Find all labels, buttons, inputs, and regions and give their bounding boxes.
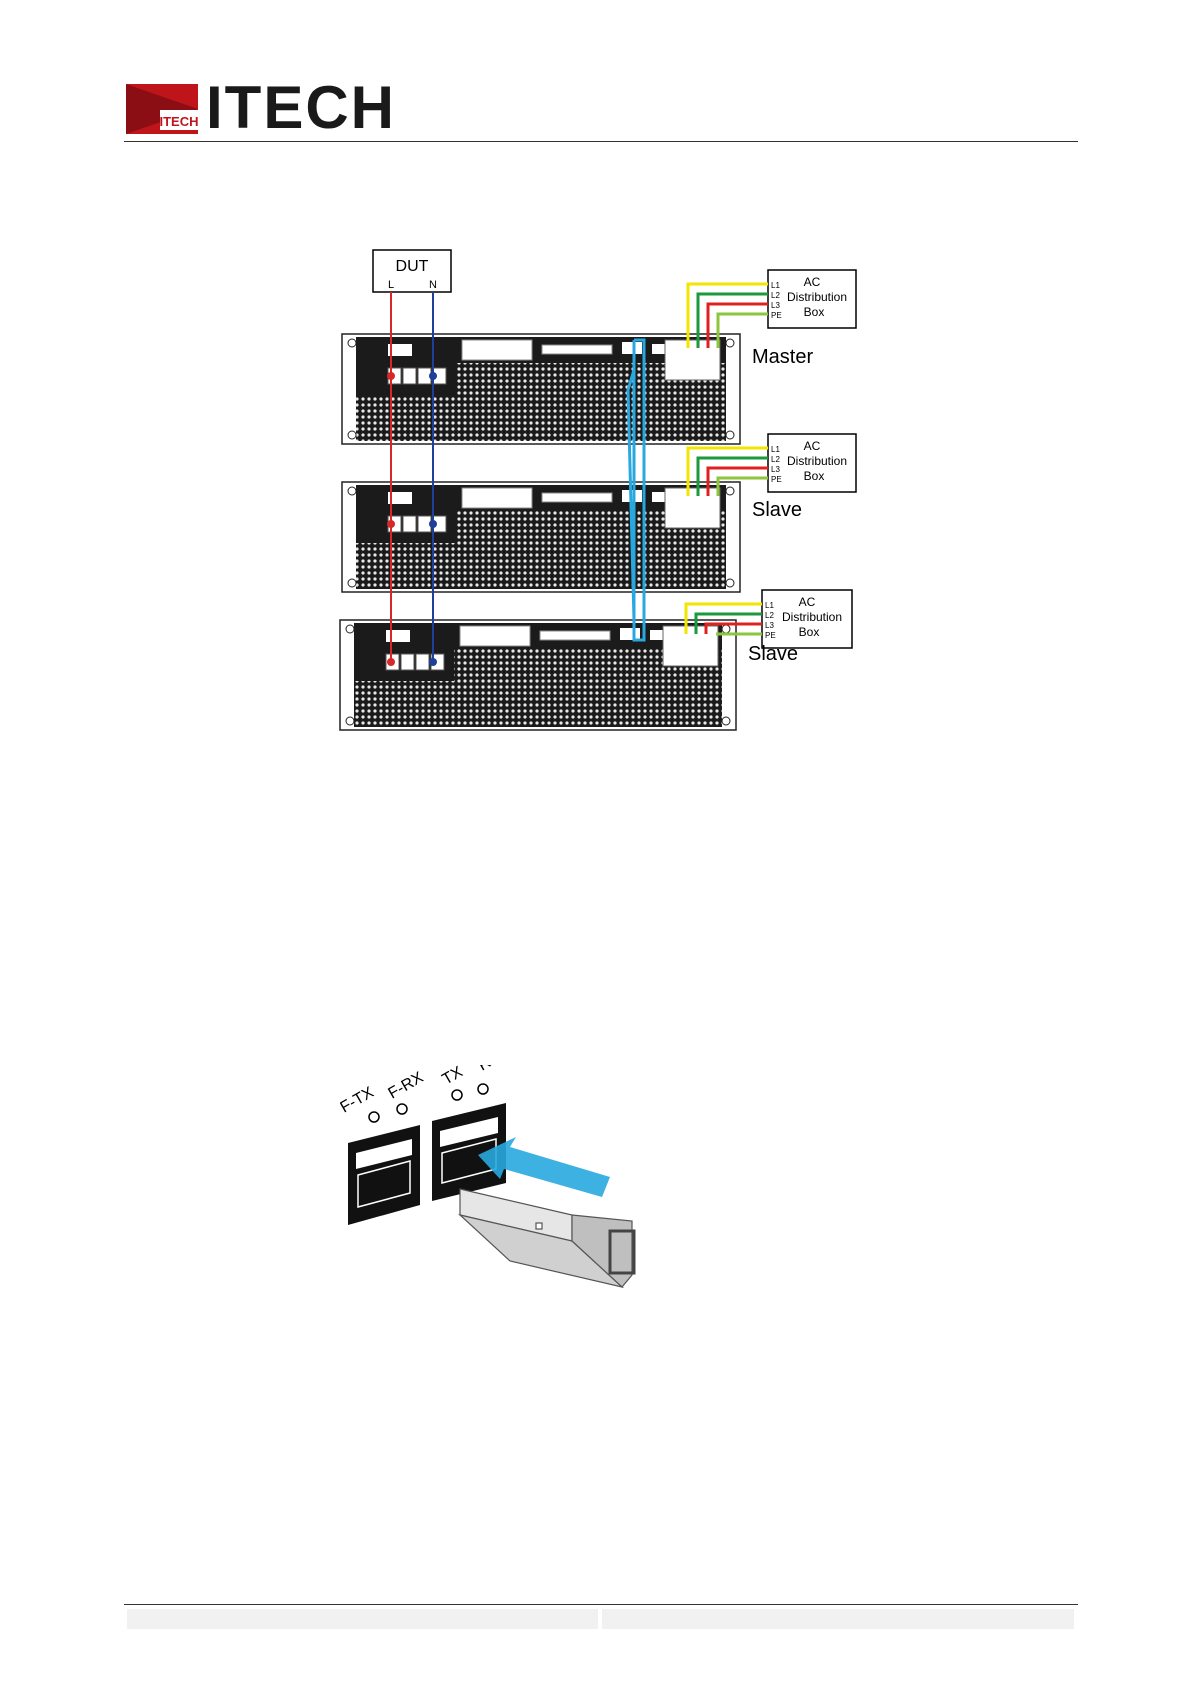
ac-distribution-box-slave-1: L1 L2 L3 PE AC Distribution Box <box>768 434 856 492</box>
sfp-insertion-diagram: F-TX F-RX TX RX <box>340 1065 700 1315</box>
footer-left-cell <box>127 1609 598 1629</box>
insert-direction-arrow <box>478 1137 610 1197</box>
logo-badge: ITECH <box>126 84 198 134</box>
svg-text:L3: L3 <box>765 621 774 630</box>
header-divider <box>124 141 1078 142</box>
svg-text:AC: AC <box>804 439 821 453</box>
port-label-f-tx: F-TX <box>340 1084 377 1117</box>
svg-text:AC: AC <box>804 275 821 289</box>
svg-text:AC: AC <box>799 595 816 609</box>
dut-label: DUT <box>396 258 429 275</box>
svg-text:PE: PE <box>765 631 776 640</box>
ac-distribution-box-slave-2: L1 L2 L3 PE AC Distribution Box <box>762 590 852 648</box>
role-label-slave-1: Slave <box>752 499 802 521</box>
port-label-tx: TX <box>440 1065 466 1088</box>
ac-distribution-box-master: L1 L2 L3 PE AC Distribution Box <box>768 270 856 328</box>
dut-box: DUT L N <box>373 250 451 292</box>
svg-text:L2: L2 <box>771 291 780 300</box>
role-label-master: Master <box>752 346 813 368</box>
svg-text:L1: L1 <box>765 601 774 610</box>
unit-master-chassis <box>342 334 740 444</box>
svg-text:L2: L2 <box>771 455 780 464</box>
dut-terminal-l: L <box>388 279 394 291</box>
sfp-module <box>460 1189 634 1287</box>
unit-slave-1-chassis <box>342 482 740 592</box>
svg-text:L3: L3 <box>771 465 780 474</box>
svg-text:L2: L2 <box>765 611 774 620</box>
svg-text:Distribution: Distribution <box>787 290 847 304</box>
svg-text:L1: L1 <box>771 281 780 290</box>
svg-text:PE: PE <box>771 311 782 320</box>
svg-text:Box: Box <box>804 469 825 483</box>
svg-text:L3: L3 <box>771 301 780 310</box>
footer-divider <box>124 1604 1078 1605</box>
svg-text:Distribution: Distribution <box>782 610 842 624</box>
dut-terminal-n: N <box>429 279 437 291</box>
brand-name: ITECH <box>206 78 396 138</box>
logo-badge-text: ITECH <box>160 114 199 129</box>
itech-logo: ITECH ITECH <box>126 84 396 134</box>
svg-text:Distribution: Distribution <box>787 454 847 468</box>
svg-text:PE: PE <box>771 475 782 484</box>
port-label-rx: RX <box>476 1065 504 1074</box>
unit-slave-2-chassis <box>340 620 736 730</box>
svg-text:Box: Box <box>804 305 825 319</box>
sfp-port-left <box>348 1125 420 1225</box>
svg-text:L1: L1 <box>771 445 780 454</box>
parallel-wiring-diagram: DUT L N <box>330 240 890 760</box>
port-label-f-rx: F-RX <box>386 1069 427 1103</box>
role-label-slave-2: Slave <box>748 643 798 665</box>
svg-text:Box: Box <box>799 625 820 639</box>
footer-right-cell <box>602 1609 1074 1629</box>
